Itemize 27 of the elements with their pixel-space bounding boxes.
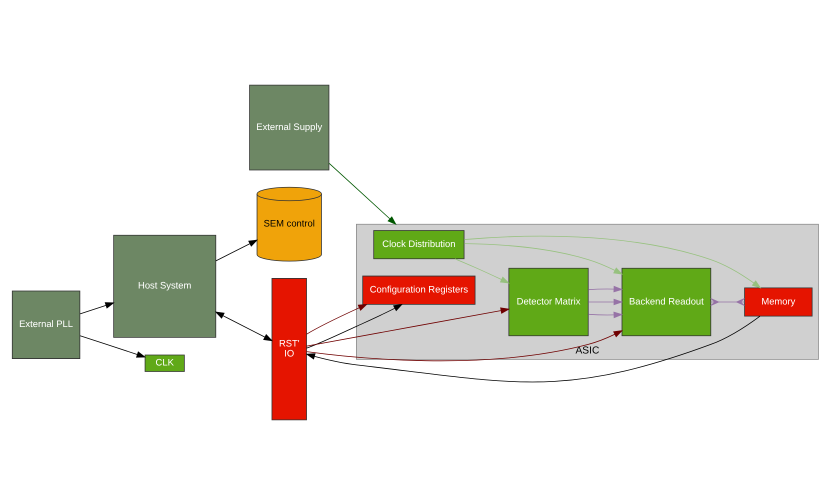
- node-box: External Supply: [249, 84, 330, 170]
- arrow: [464, 242, 624, 274]
- arrow: [464, 235, 762, 288]
- arrow: [306, 306, 510, 346]
- arrow: [80, 302, 115, 314]
- arrow: [588, 298, 624, 305]
- node-box: External PLL: [12, 290, 80, 358]
- node-box: Detector Matrix: [508, 267, 589, 336]
- arrow: [306, 330, 623, 361]
- arrow: [215, 239, 258, 261]
- node-box: Memory: [744, 286, 813, 316]
- node-box: Backend Readout: [622, 267, 712, 336]
- arrow: [588, 285, 624, 292]
- node-box: Configuration Registers: [362, 275, 476, 304]
- arrow: [214, 311, 274, 341]
- arrow: [80, 334, 146, 358]
- node-box: RST' IO: [272, 278, 307, 420]
- arrow: [306, 303, 368, 334]
- node-box: CLK: [144, 354, 185, 372]
- arrow: [588, 311, 624, 318]
- arrow: [306, 303, 403, 348]
- node-box: Clock Distribution: [373, 230, 464, 259]
- connector: [710, 298, 745, 306]
- arrow: [306, 315, 760, 382]
- node-box: Host System: [113, 234, 216, 338]
- arrow: [328, 162, 397, 225]
- arrow: [454, 258, 510, 283]
